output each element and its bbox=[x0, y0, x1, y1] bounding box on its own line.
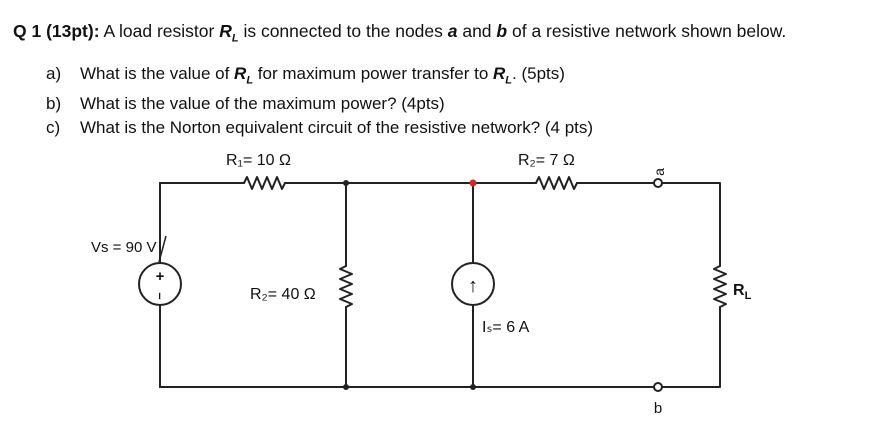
terminal-b bbox=[653, 382, 663, 392]
node-b-ref: b bbox=[496, 21, 508, 41]
load-resistor-symbol: RL bbox=[219, 21, 239, 45]
vs-label-marker bbox=[158, 235, 167, 263]
sub-question-text: What is the value of the maximum power? … bbox=[80, 94, 445, 114]
load-resistor-symbol: RL bbox=[493, 64, 513, 87]
sub-question-a: a)What is the value of RL for maximum po… bbox=[46, 64, 565, 87]
current-source bbox=[451, 262, 495, 306]
resistor-r2-top bbox=[535, 176, 578, 190]
sub-question-list: a)What is the value of RL for maximum po… bbox=[46, 62, 593, 140]
sub-question-label: c) bbox=[46, 118, 61, 138]
sub-question-text: What is the Norton equivalent circuit of… bbox=[80, 118, 594, 138]
sub-question-label: b) bbox=[46, 94, 62, 114]
wire-node-a-right bbox=[661, 182, 721, 267]
rl-label: RL bbox=[733, 282, 752, 302]
junction-dot bbox=[470, 384, 476, 390]
vs-label: Vs = 90 V bbox=[91, 239, 156, 256]
junction-dot-red bbox=[469, 179, 477, 187]
voltage-source bbox=[138, 262, 182, 306]
wire-rl-bottom bbox=[661, 306, 721, 388]
source-minus-sign: – bbox=[153, 292, 168, 299]
sub-question-c: c) What is the Norton equivalent circuit … bbox=[46, 116, 593, 140]
node-a-ref: a bbox=[447, 21, 458, 41]
sub-question-label: a) bbox=[46, 64, 62, 83]
resistor-r1 bbox=[243, 176, 286, 190]
resistor-r2-middle bbox=[339, 265, 353, 308]
sub-question-b: b) What is the value of the maximum power… bbox=[46, 92, 593, 116]
question-number: Q 1 (13pt): bbox=[13, 21, 100, 41]
junction-dot bbox=[343, 180, 349, 186]
question-text-middle: is connected to the nodes bbox=[238, 21, 448, 41]
resistor-rl bbox=[713, 265, 727, 308]
question-text-before: A load resistor bbox=[99, 21, 220, 41]
load-resistor-symbol: RL bbox=[234, 64, 254, 87]
node-b-label: b bbox=[654, 400, 662, 417]
source-plus-sign: + bbox=[156, 268, 165, 285]
terminal-a bbox=[653, 178, 663, 188]
question-statement: Q 1 (13pt): A load resistor RL is connec… bbox=[13, 21, 786, 45]
r2-middle-label: R₂= 40 Ω bbox=[250, 286, 316, 303]
r2-top-label: R₂= 7 Ω bbox=[518, 152, 575, 169]
is-label: Iₛ= 6 A bbox=[482, 319, 530, 336]
junction-dot bbox=[343, 384, 349, 390]
arrow-up-icon: ↑ bbox=[468, 275, 478, 297]
r1-label: R₁= 10 Ω bbox=[226, 152, 291, 169]
question-text-and: and bbox=[457, 21, 497, 41]
node-a-label: a bbox=[651, 168, 667, 176]
question-text-after: of a resistive network shown below. bbox=[507, 21, 787, 41]
